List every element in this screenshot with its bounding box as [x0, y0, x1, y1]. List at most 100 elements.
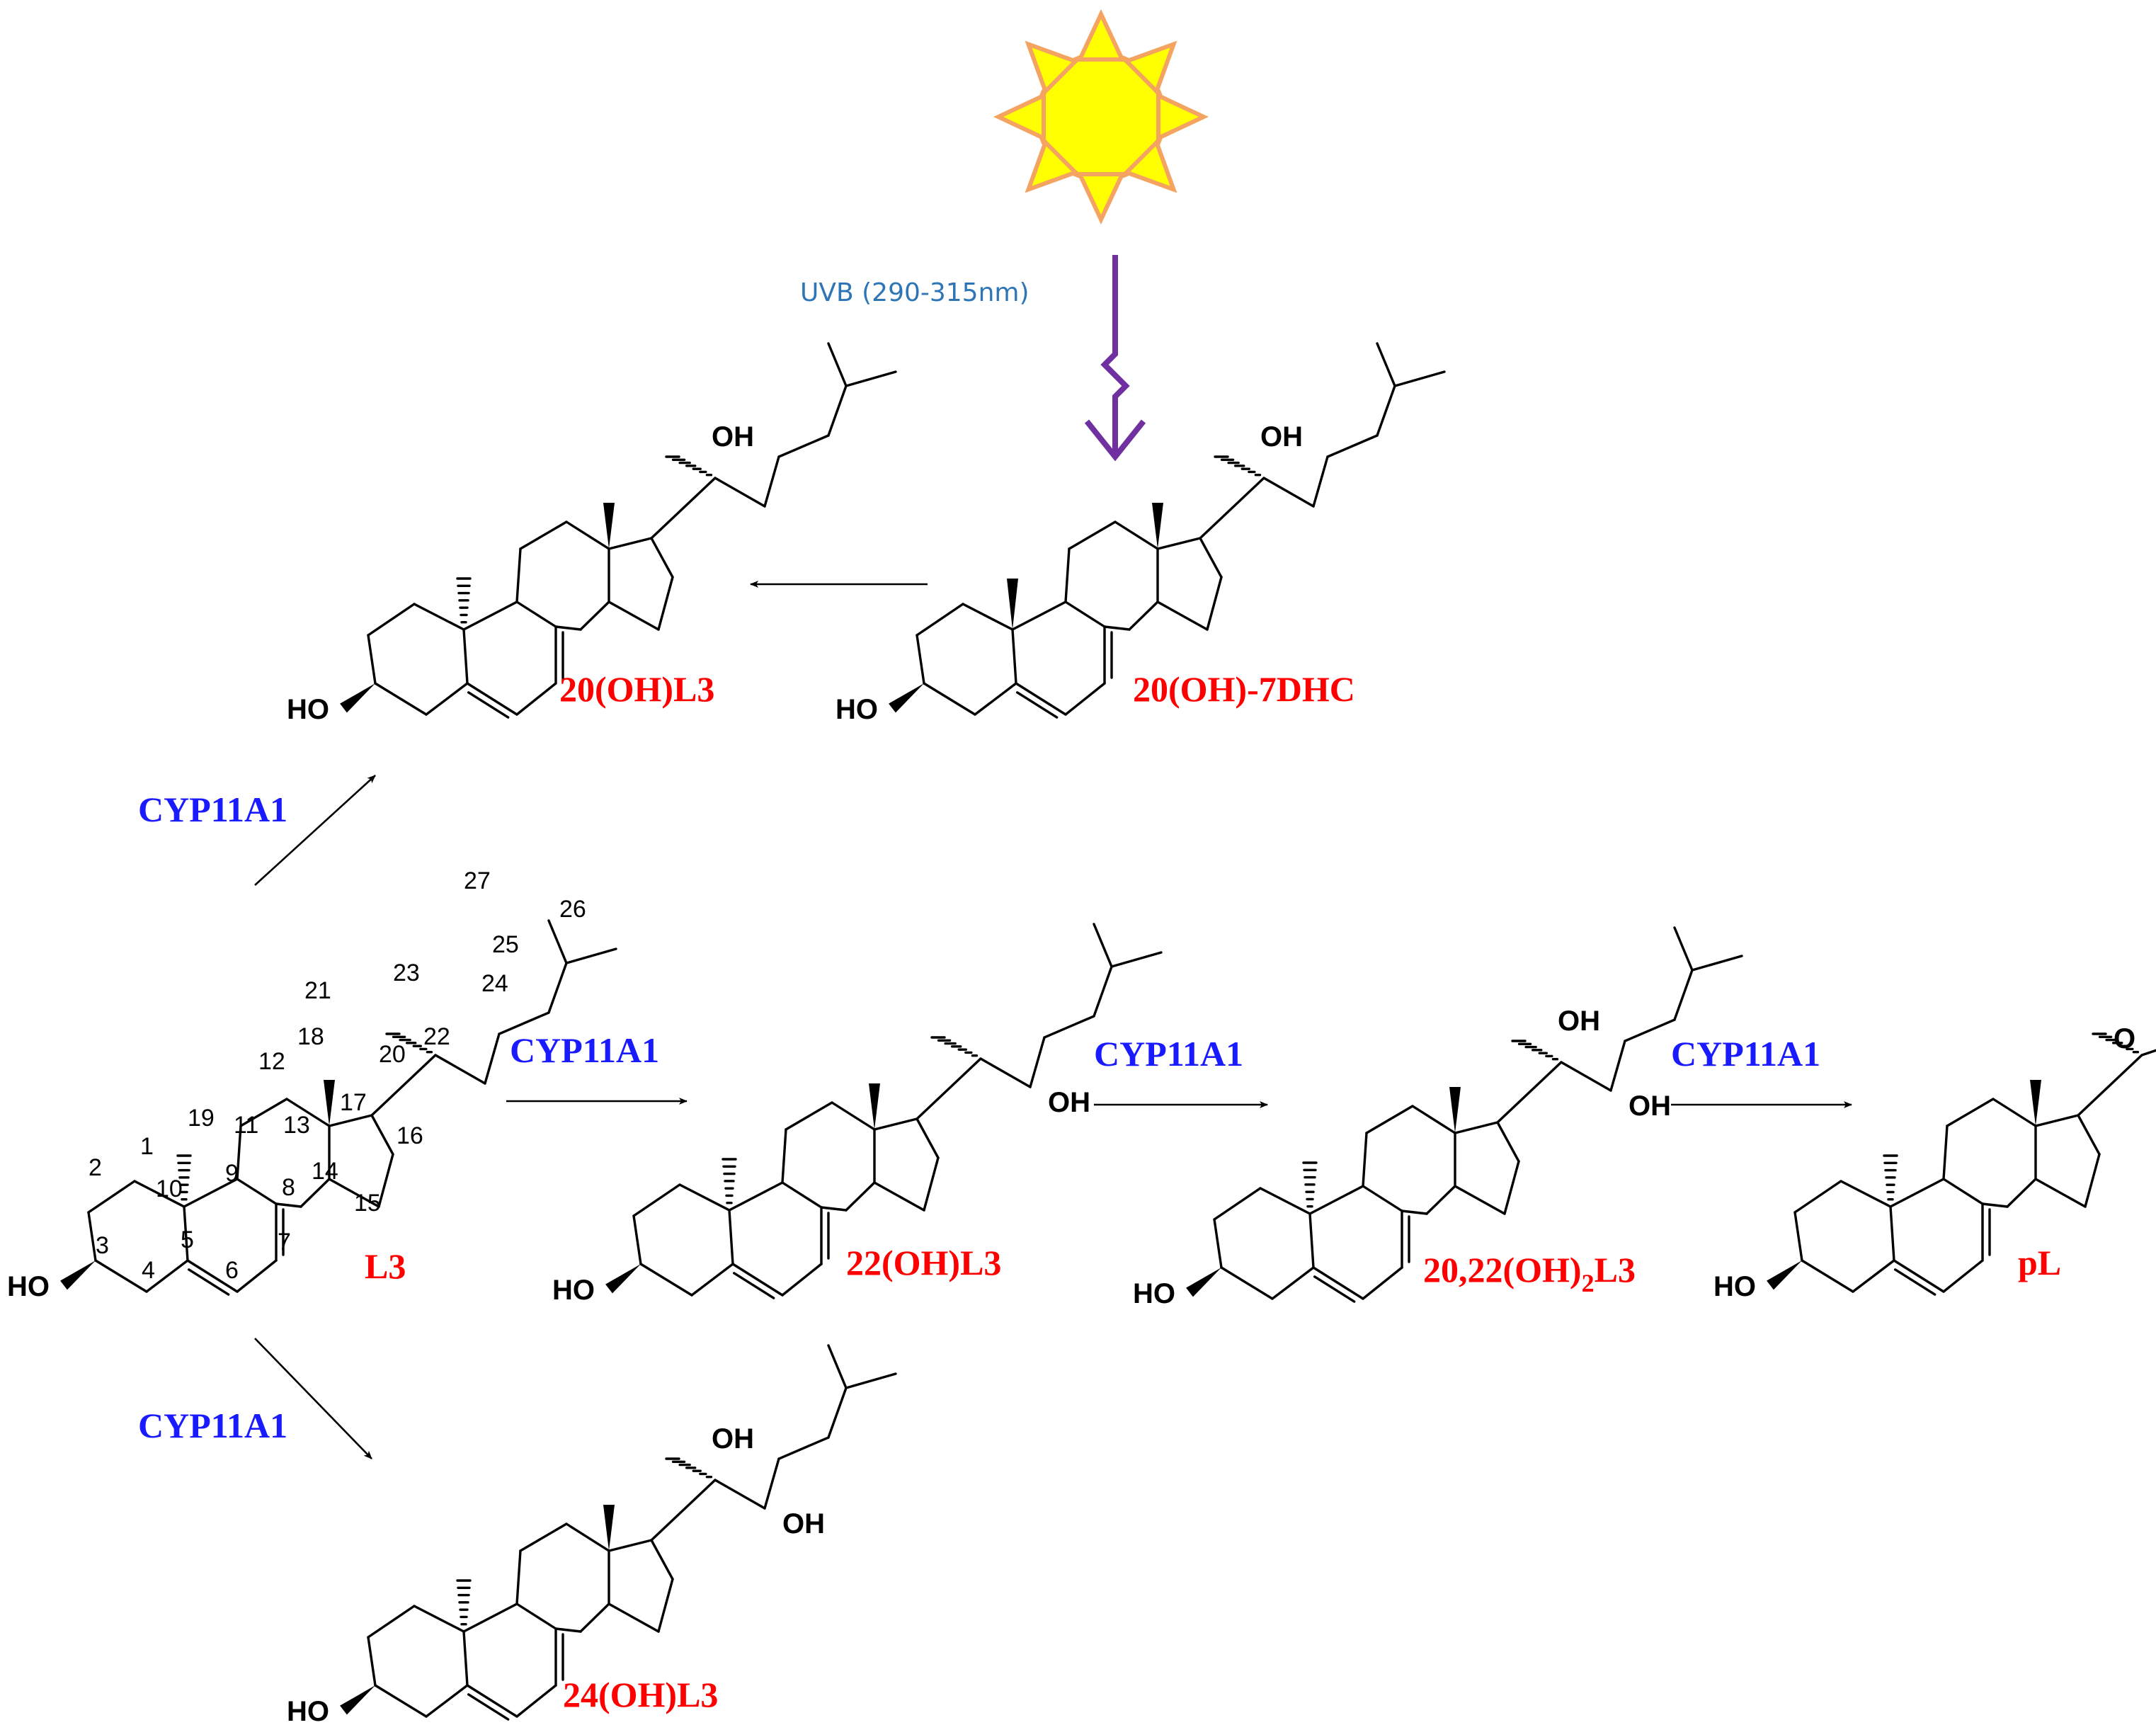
bond — [1093, 923, 1113, 968]
bond — [923, 1156, 940, 1212]
bond — [632, 1214, 642, 1265]
bond — [632, 1183, 681, 1217]
bond — [1624, 1018, 1676, 1042]
bond — [1496, 1121, 1520, 1163]
bond — [1312, 1266, 1364, 1300]
bond — [183, 1205, 189, 1262]
atom-label: HO — [1133, 1278, 1175, 1309]
svg-text:25: 25 — [492, 931, 519, 958]
bond — [236, 1178, 278, 1205]
bond — [831, 1101, 876, 1131]
bond — [2034, 1114, 2080, 1127]
bond — [1673, 926, 1694, 972]
bond — [608, 537, 653, 550]
atom-label: O — [2114, 1023, 2135, 1054]
bond — [728, 1181, 784, 1212]
bond — [367, 603, 416, 637]
wedge-bond — [603, 1505, 615, 1551]
bond — [827, 1344, 848, 1389]
bond — [714, 1479, 766, 1510]
bond — [2077, 1114, 2101, 1156]
bond — [923, 682, 976, 716]
wedge-bond — [1007, 579, 1018, 630]
wedge-bond — [1449, 1087, 1461, 1133]
bond — [462, 600, 518, 631]
bond — [1029, 1036, 1046, 1088]
wedge-bond — [1767, 1260, 1802, 1290]
svg-text:17: 17 — [340, 1089, 367, 1116]
bond — [498, 1011, 550, 1035]
svg-text:20: 20 — [379, 1041, 406, 1068]
atom-label: HO — [7, 1271, 50, 1302]
bond — [1801, 1259, 1854, 1293]
bond — [916, 603, 964, 637]
bond — [1093, 965, 1113, 1018]
svg-text:8: 8 — [282, 1174, 295, 1201]
atom-label: HO — [287, 694, 329, 725]
bond — [519, 1522, 568, 1552]
bond — [370, 1054, 437, 1117]
bond — [328, 1178, 380, 1208]
bond — [515, 1684, 557, 1718]
svg-text:19: 19 — [188, 1105, 215, 1132]
bond — [1401, 1209, 1428, 1215]
bond — [425, 1684, 469, 1718]
bond — [650, 1539, 674, 1581]
bond — [1213, 1187, 1262, 1221]
atom-label: OH — [782, 1508, 825, 1539]
atom-label: HO — [552, 1275, 595, 1306]
bond — [133, 1180, 186, 1208]
svg-text:18: 18 — [297, 1023, 324, 1050]
bond — [187, 1268, 230, 1296]
bond — [916, 1057, 982, 1120]
bond — [425, 682, 469, 716]
bond — [285, 1098, 331, 1127]
bond — [1064, 682, 1106, 716]
bond — [519, 520, 568, 550]
bond — [781, 1128, 787, 1184]
atom-label: OH — [1048, 1087, 1090, 1118]
bond — [547, 919, 568, 964]
bond — [1691, 955, 1743, 972]
bond — [1503, 1160, 1520, 1215]
bond — [1393, 370, 1446, 387]
bond — [1271, 1266, 1315, 1300]
bond — [374, 682, 428, 716]
bond — [979, 1057, 1032, 1088]
bond — [781, 1181, 823, 1209]
bond — [467, 1693, 510, 1721]
bond — [183, 1178, 239, 1208]
enzyme-label: CYP11A1 — [138, 790, 287, 829]
bond — [1942, 1125, 1949, 1180]
bond — [328, 1114, 373, 1127]
bond — [1308, 1185, 1364, 1215]
bond — [515, 547, 522, 603]
bond — [1199, 477, 1265, 540]
bond — [236, 1259, 278, 1293]
bond — [579, 1602, 610, 1633]
bond — [374, 1684, 428, 1718]
bond — [2034, 1178, 2087, 1208]
bond — [732, 1272, 775, 1299]
bond — [466, 682, 518, 716]
bond — [639, 1263, 693, 1297]
steroid-structure: HO — [7, 919, 617, 1302]
bond — [1206, 576, 1223, 631]
svg-text:23: 23 — [393, 960, 420, 986]
bond — [1259, 1187, 1311, 1215]
atom-label: OH — [1260, 421, 1303, 452]
bond — [650, 477, 717, 540]
svg-text:3: 3 — [96, 1232, 109, 1259]
bond — [2077, 1054, 2143, 1117]
compound-name: pL — [2018, 1243, 2061, 1282]
bond — [845, 1181, 876, 1212]
atom-label: HO — [1713, 1271, 1756, 1302]
bond — [377, 1153, 394, 1208]
bond — [820, 1206, 848, 1212]
bond — [1103, 625, 1131, 631]
bond — [916, 1117, 940, 1159]
arrow-up-cyp — [254, 775, 376, 886]
bond — [1946, 1098, 1995, 1127]
